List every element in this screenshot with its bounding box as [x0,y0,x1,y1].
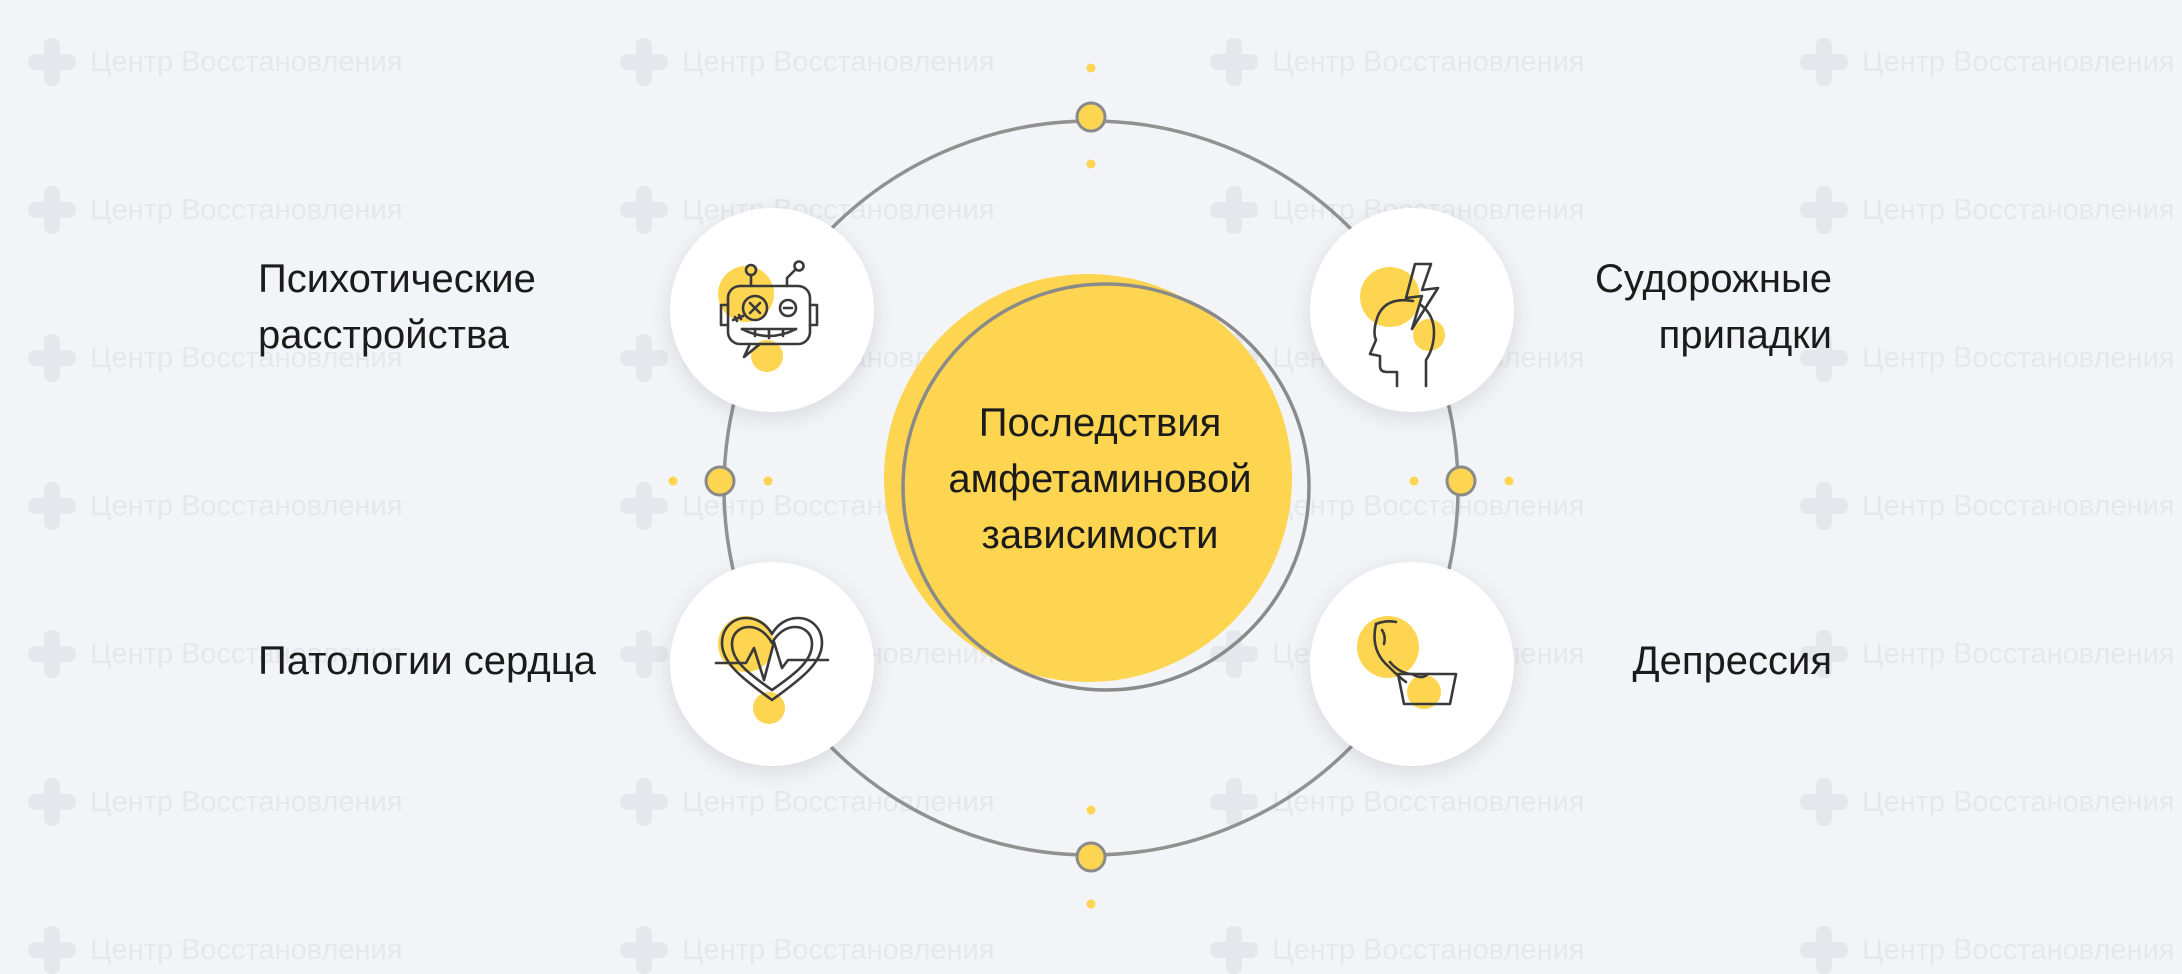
center-title-line: зависимости [981,513,1219,557]
crazy-robot-icon [718,260,819,372]
node-psychotic-disorders [670,208,874,412]
label-heart-pathologies: Патологии сердца [258,633,596,689]
heart-pulse-icon [714,616,830,724]
label-line: Патологии сердца [258,639,596,683]
node-depression [1310,562,1514,766]
center-title-line: амфетаминовой [948,457,1252,501]
connector-bottom [1075,805,1107,909]
center-title-line: Последствия [978,401,1222,445]
label-line: Депрессия [1632,639,1833,683]
label-line: расстройства [258,313,510,357]
connector-right [1409,465,1514,497]
sad-tissue-icon [1357,616,1458,709]
label-psychotic-disorders: Психотические расстройства [258,251,536,363]
head-lightning-icon [1360,262,1445,388]
connector-left [668,465,773,497]
node-seizures [1310,208,1514,412]
label-line: припадки [1658,313,1832,357]
center-outline [901,282,1311,692]
center-blob [884,274,1292,682]
label-line: Судорожные [1594,257,1832,301]
label-depression: Депрессия [1633,633,1833,689]
label-line: Психотические [258,257,536,301]
center-title: Последствия амфетаминовой зависимости [900,395,1300,563]
connector-top [1075,63,1107,169]
label-seizures: Судорожные припадки [1595,251,1832,363]
node-heart-pathologies [670,562,874,766]
